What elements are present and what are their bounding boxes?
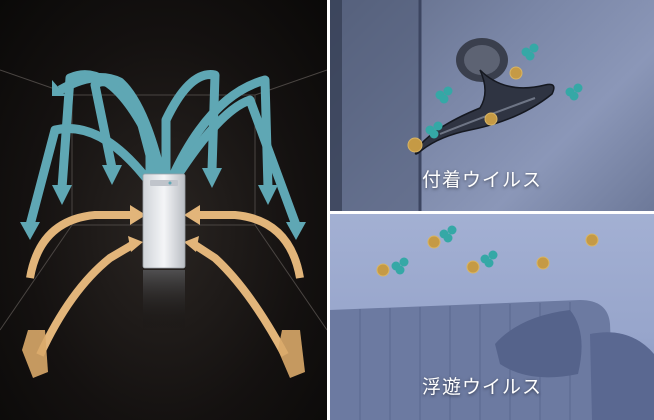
- horizontal-divider: [330, 211, 654, 214]
- attached-virus-caption: 付着ウイルス: [422, 169, 543, 191]
- door-handle-scene: [330, 0, 583, 211]
- airborne-virus-panel: 浮遊ウイルス: [330, 214, 654, 420]
- airflow-out-arrowheads: [20, 80, 306, 240]
- airflow-out-arrows: [25, 70, 301, 227]
- attached-virus-panel: 付着ウイルス: [330, 0, 654, 211]
- room-wireframe: [0, 69, 327, 331]
- molecule-cluster-icon: [425, 43, 583, 139]
- air-purifier-icon: [142, 173, 186, 330]
- sofa-scene: [330, 225, 654, 420]
- airflow-in-arrowheads: [128, 205, 200, 252]
- airflow-illustration: [0, 0, 327, 420]
- airflow-diagram: [0, 69, 327, 378]
- molecule-cluster-icon: [391, 225, 498, 275]
- virus-icon: [407, 66, 523, 153]
- airflow-in-arrows: [26, 211, 304, 357]
- sofa-icon: [330, 300, 654, 420]
- door-handle-icon: [414, 38, 555, 155]
- airflow-in-ribbons: [22, 330, 305, 378]
- airborne-virus-caption: 浮遊ウイルス: [422, 376, 543, 398]
- virus-icon: [376, 233, 599, 277]
- vertical-divider: [327, 0, 330, 420]
